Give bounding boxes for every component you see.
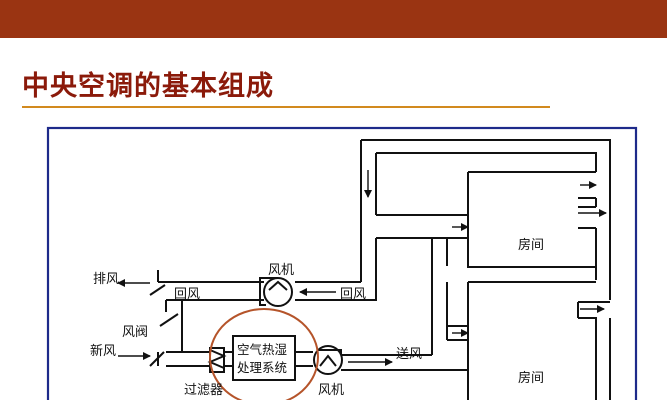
fan-bottom — [313, 345, 343, 375]
label-fresh: 新风 — [90, 343, 116, 359]
air-handling-unit — [232, 335, 296, 381]
label-fan-bottom: 风机 — [318, 383, 344, 398]
highlight-circle — [209, 308, 319, 400]
supply-duct — [341, 214, 468, 371]
label-exhaust: 排风 — [93, 272, 119, 287]
room-top — [467, 171, 578, 268]
diagram-frame — [46, 126, 638, 400]
title-divider — [22, 106, 550, 108]
label-unit-line2: 处理系统 — [237, 360, 287, 375]
dampers — [149, 284, 179, 367]
label-room-bottom: 房间 — [518, 370, 544, 386]
label-return-right: 回风 — [340, 287, 366, 302]
label-return-left: 回风 — [174, 287, 200, 302]
return-duct — [360, 139, 611, 400]
fan-top — [259, 277, 293, 307]
label-fan-top: 风机 — [268, 263, 294, 278]
label-room-top: 房间 — [518, 237, 544, 253]
slide-title: 中央空调的基本组成 — [22, 71, 274, 102]
label-filter: 过滤器 — [184, 383, 223, 398]
label-supply: 送风 — [396, 347, 422, 362]
header-bar — [0, 0, 667, 38]
label-unit-line1: 空气热湿 — [237, 342, 287, 357]
label-damper: 风阀 — [122, 325, 148, 340]
left-ducts — [157, 270, 264, 367]
